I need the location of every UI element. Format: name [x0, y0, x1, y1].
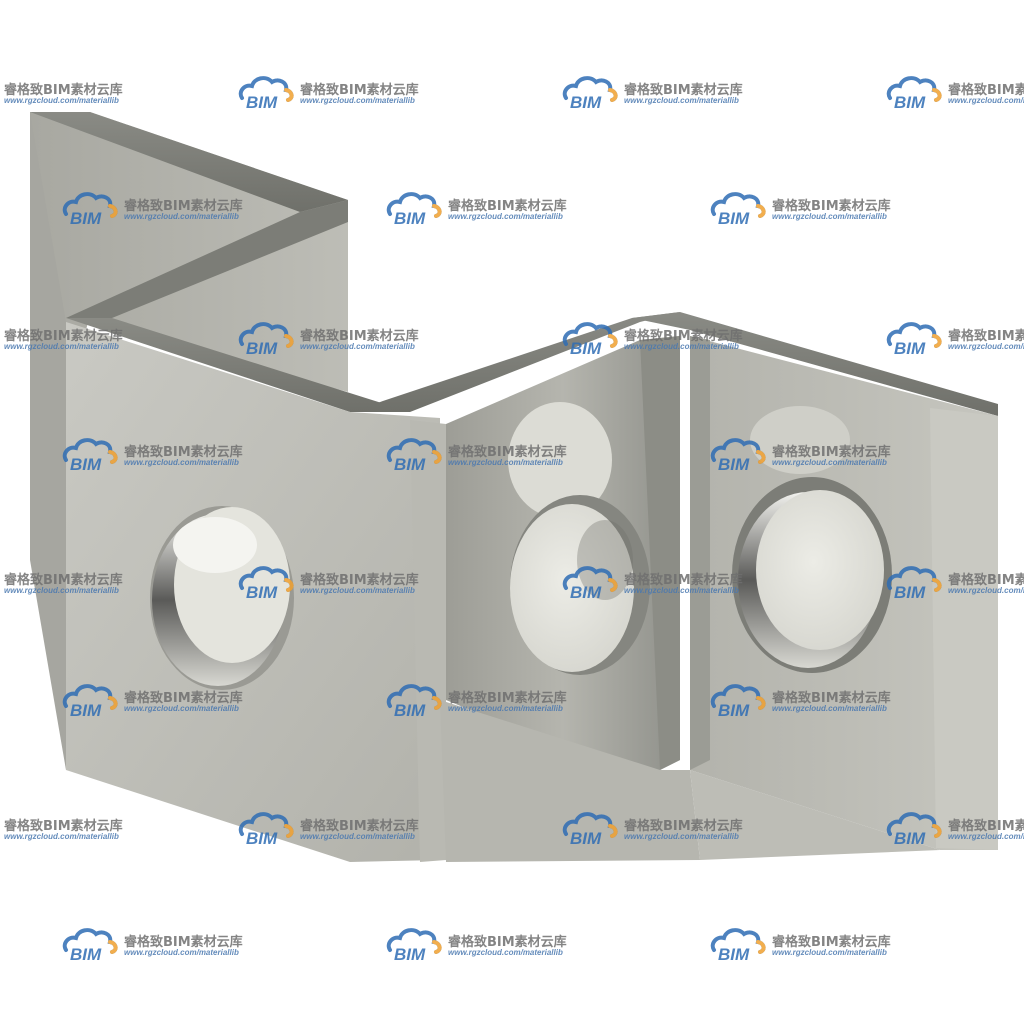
- bottom-right-edge: [690, 770, 940, 860]
- left-hole: [150, 506, 294, 690]
- right-panel: [690, 336, 998, 850]
- bottom-bend: [440, 700, 700, 862]
- middle-hole: [510, 495, 650, 675]
- left-flange: [30, 112, 446, 862]
- middle-panel: [446, 336, 680, 780]
- right-hole: [732, 477, 892, 673]
